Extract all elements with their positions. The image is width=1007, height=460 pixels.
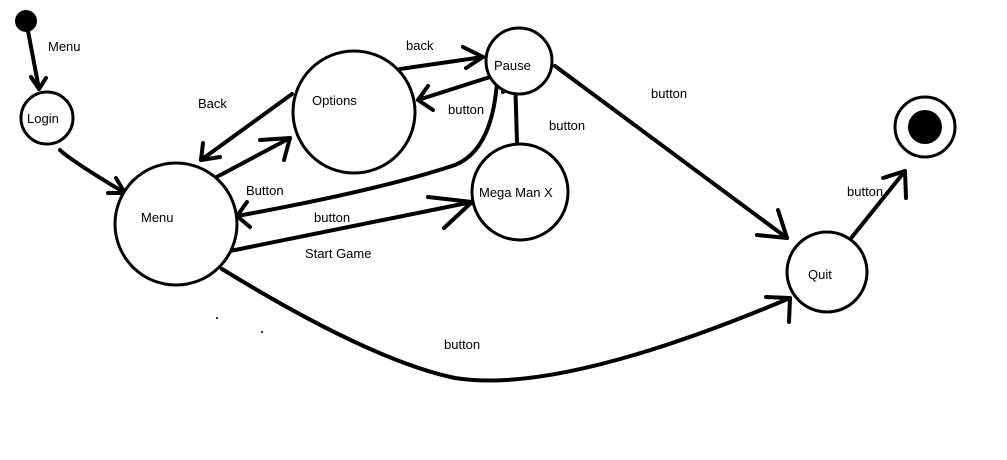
- edge-label-megaman-to-pause: button: [549, 118, 585, 133]
- edge-label-options-to-pause: back: [406, 38, 434, 53]
- edge-menu-to-quit: [220, 267, 792, 383]
- stray-dot: [261, 331, 263, 333]
- initial-state: [15, 10, 37, 32]
- node-quit: Quit: [785, 230, 869, 314]
- node-megaman: Mega Man X: [470, 142, 570, 242]
- edge-label-quit-to-final: button: [847, 184, 883, 199]
- edge-label-pause-to-quit: button: [651, 86, 687, 101]
- edge-options-to-menu: [199, 92, 294, 162]
- node-options-label: Options: [312, 93, 357, 108]
- edge-label-menu-to-quit: button: [444, 337, 480, 352]
- node-megaman-label: Mega Man X: [479, 185, 553, 200]
- edge-label-pause-to-options: button: [448, 102, 484, 117]
- edge-label-menu-to-options: Button: [246, 183, 284, 198]
- edge-initial-to-login: [26, 29, 48, 91]
- edge-menu-to-megaman: [228, 195, 474, 253]
- node-quit-label: Quit: [808, 267, 832, 282]
- edge-label-initial-to-login: Menu: [48, 39, 81, 54]
- edge-login-to-menu: [58, 148, 127, 195]
- node-login: Login: [19, 90, 75, 146]
- node-login-label: Login: [27, 111, 59, 126]
- edge-label-pause-to-menu: button: [314, 210, 350, 225]
- final-state: [893, 95, 957, 159]
- node-pause: Pause: [484, 26, 554, 96]
- node-options: Options: [291, 49, 417, 175]
- edge-quit-to-final: [850, 169, 908, 239]
- node-menu: Menu: [113, 161, 239, 287]
- edge-pause-to-options: [416, 75, 492, 112]
- edge-options-to-pause: [398, 45, 485, 71]
- node-menu-label: Menu: [141, 210, 174, 225]
- edge-label-options-to-menu: Back: [198, 96, 227, 111]
- stray-dot: [216, 317, 218, 319]
- edge-menu-to-options: [209, 136, 292, 182]
- node-pause-label: Pause: [494, 58, 531, 73]
- edge-label-menu-to-megaman: Start Game: [305, 246, 371, 261]
- edge-pause-to-quit: [553, 64, 789, 240]
